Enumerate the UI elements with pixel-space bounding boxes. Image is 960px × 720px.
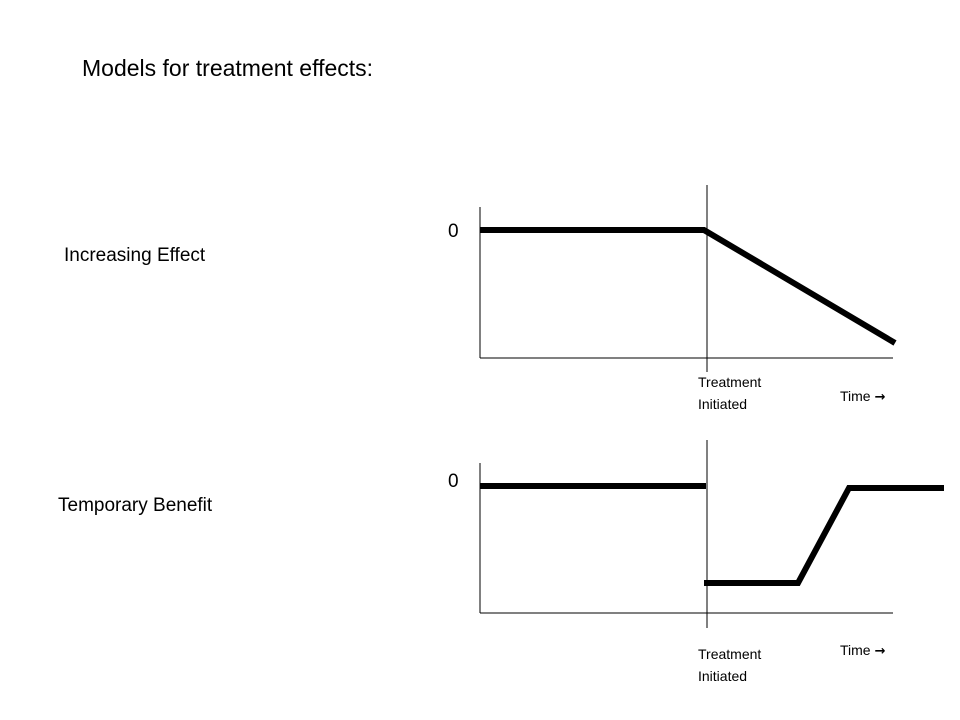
right-arrow-icon: → — [874, 644, 886, 659]
effect-benefit-segment — [704, 485, 944, 586]
zero-label-increasing-effect: 0 — [448, 221, 459, 242]
time-label: Time — [840, 642, 871, 658]
diagram-temporary-benefit — [479, 440, 944, 628]
time-axis-label-increasing-effect: Time→ — [840, 385, 886, 409]
time-label: Time — [840, 388, 871, 404]
treatment-label-line2: Initiated — [698, 668, 748, 684]
treatment-label-line1: Treatment — [698, 646, 762, 662]
slide-title: Models for treatment effects: — [82, 55, 374, 81]
right-arrow-icon: → — [874, 390, 886, 405]
model-label-increasing-effect: Increasing Effect — [64, 245, 206, 266]
treatment-label-line2: Initiated — [698, 396, 748, 412]
treatment-initiated-label-temporary-benefit: Treatment Initiated — [698, 643, 761, 687]
treatment-initiated-label-increasing-effect: Treatment Initiated — [698, 371, 761, 415]
model-label-temporary-benefit: Temporary Benefit — [58, 495, 213, 516]
diagram-increasing-effect — [479, 185, 897, 372]
effect-curve — [480, 227, 897, 346]
zero-label-temporary-benefit: 0 — [448, 471, 459, 492]
treatment-label-line1: Treatment — [698, 374, 762, 390]
time-axis-label-temporary-benefit: Time→ — [840, 639, 886, 663]
